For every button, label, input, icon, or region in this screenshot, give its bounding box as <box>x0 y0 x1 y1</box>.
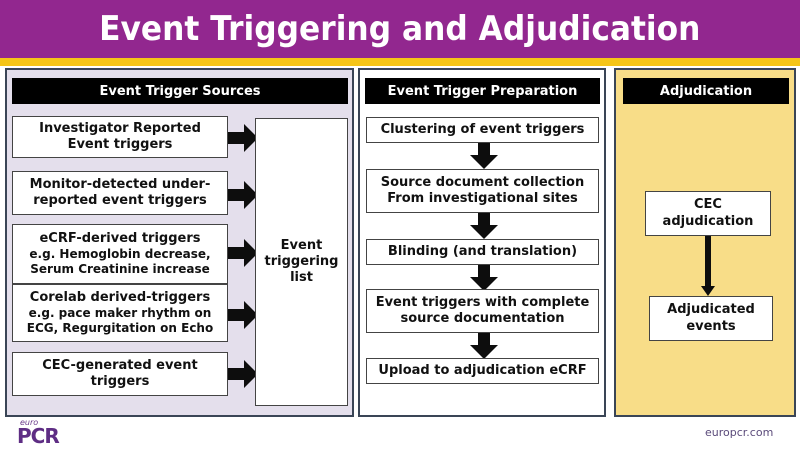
europcr-logo: euro PCR <box>17 418 67 448</box>
target-line: list <box>290 270 313 286</box>
prep-step-blinding: Blinding (and translation) <box>366 239 599 265</box>
target-line: Event <box>280 237 323 253</box>
arrow-right-icon <box>228 181 258 209</box>
adj-step-adjudicated-events: Adjudicated events <box>649 296 773 341</box>
step-line: Event triggers with complete <box>375 294 590 310</box>
event-trigger-sources-panel: Event Trigger Sources Investigator Repor… <box>5 68 354 417</box>
step-line: From investigational sites <box>387 191 578 206</box>
title-bar: Event Triggering and Adjudication <box>0 0 800 58</box>
source-cec-generated: CEC-generated event triggers <box>12 352 228 396</box>
source-line: Investigator Reported <box>39 120 201 136</box>
event-trigger-preparation-panel: Event Trigger Preparation Clustering of … <box>358 68 606 417</box>
arrow-right-icon <box>228 301 258 329</box>
source-line: Serum Creatinine increase <box>30 262 210 277</box>
arrow-right-icon <box>228 239 258 267</box>
event-triggering-list: Event triggering list <box>255 118 348 406</box>
source-line: Event triggers <box>67 137 173 152</box>
source-line: e.g. pace maker rhythm on <box>28 306 212 321</box>
adj-step-cec-adjudication: CEC adjudication <box>645 191 771 236</box>
arrow-down-icon <box>470 333 498 359</box>
prep-step-source-collection: Source document collection From investig… <box>366 169 599 213</box>
source-line: CEC-generated event <box>42 357 198 373</box>
step-line: source documentation <box>400 311 565 326</box>
adjudication-panel: Adjudication CEC adjudication Adjudicate… <box>614 68 796 417</box>
logo-euro-text: euro <box>20 418 39 427</box>
arrow-down-icon <box>470 265 498 291</box>
arrow-down-icon <box>701 236 715 296</box>
step-line: Upload to adjudication eCRF <box>378 362 587 378</box>
source-investigator-reported: Investigator Reported Event triggers <box>12 116 228 158</box>
source-monitor-detected: Monitor-detected under- reported event t… <box>12 171 228 215</box>
prep-step-clustering: Clustering of event triggers <box>366 117 599 143</box>
arrow-down-icon <box>470 143 498 169</box>
step-line: CEC <box>694 197 722 213</box>
step-line: Adjudicated <box>667 302 755 318</box>
step-line: Blinding (and translation) <box>387 243 578 259</box>
source-line: eCRF-derived triggers <box>39 230 201 246</box>
source-line: ECG, Regurgitation on Echo <box>26 321 214 336</box>
step-line: adjudication <box>662 213 754 229</box>
source-line: Monitor-detected under- <box>29 176 211 192</box>
target-line: triggering <box>264 253 339 269</box>
logo-pcr-text: PCR <box>17 424 60 448</box>
source-ecrf-derived: eCRF-derived triggers e.g. Hemoglobin de… <box>12 224 228 284</box>
source-line: triggers <box>90 374 150 389</box>
prep-step-upload: Upload to adjudication eCRF <box>366 358 599 384</box>
source-line: reported event triggers <box>33 193 207 208</box>
arrow-right-icon <box>228 124 258 152</box>
adjudication-header: Adjudication <box>623 78 789 104</box>
step-line: Clustering of event triggers <box>380 121 585 137</box>
source-corelab-derived: Corelab derived-triggers e.g. pace maker… <box>12 284 228 342</box>
sources-header: Event Trigger Sources <box>12 78 348 104</box>
step-line: Source document collection <box>380 174 585 190</box>
prep-step-complete-documentation: Event triggers with complete source docu… <box>366 289 599 333</box>
accent-strip <box>0 58 800 66</box>
preparation-header: Event Trigger Preparation <box>365 78 600 104</box>
page-title: Event Triggering and Adjudication <box>99 9 701 49</box>
step-line: events <box>686 318 736 334</box>
source-line: e.g. Hemoglobin decrease, <box>29 247 211 262</box>
source-line: Corelab derived-triggers <box>29 289 211 305</box>
arrow-right-icon <box>228 360 258 388</box>
arrow-down-icon <box>470 213 498 239</box>
footer-url: europcr.com <box>705 426 774 439</box>
